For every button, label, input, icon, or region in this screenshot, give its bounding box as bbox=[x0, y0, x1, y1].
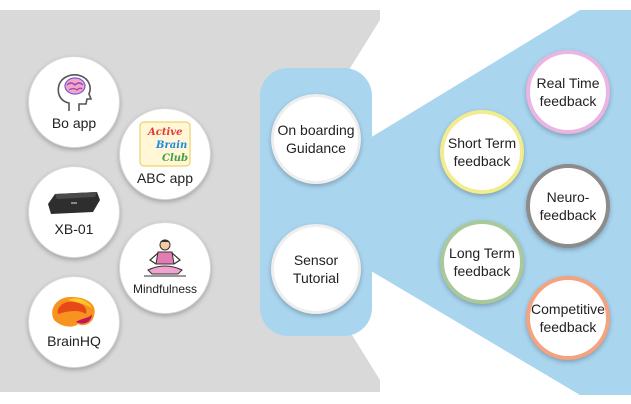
sensor-tutorial-text: Sensor Tutorial bbox=[293, 251, 339, 287]
neuro-feedback-node: Neuro- feedback bbox=[526, 164, 610, 248]
long-term-line1: Long Term bbox=[449, 245, 515, 261]
brainhq-label: BrainHQ bbox=[47, 333, 101, 349]
short-term-line1: Short Term bbox=[447, 135, 517, 151]
mindfulness-label: Mindfulness bbox=[132, 282, 198, 296]
brainhq-logo bbox=[52, 296, 95, 327]
onboarding-guidance-node: On boarding Guidance bbox=[271, 94, 361, 184]
real-time-feedback-node: Real Time feedback bbox=[526, 50, 610, 134]
real-time-line2: feedback bbox=[539, 93, 597, 109]
onboarding-line2: Guidance bbox=[286, 140, 346, 156]
logo-word-brain: Brain bbox=[155, 140, 187, 151]
head-brain-icon bbox=[57, 74, 93, 111]
brainhq-node: BrainHQ bbox=[28, 276, 120, 368]
neuro-line1: Neuro- bbox=[546, 189, 590, 205]
onboarding-guidance-text: On boarding Guidance bbox=[277, 121, 354, 157]
bo-app-label: Bo app bbox=[51, 115, 97, 131]
mindfulness-node: Mindfulness bbox=[119, 222, 211, 314]
long-term-line2: feedback bbox=[453, 263, 511, 279]
meditation-icon bbox=[144, 239, 186, 277]
abc-app-label: ABC app bbox=[136, 170, 194, 186]
long-term-feedback-node: Long Term feedback bbox=[440, 220, 524, 304]
competitive-feedback-text: Competitive feedback bbox=[531, 300, 605, 336]
sensor-line2: Tutorial bbox=[292, 270, 340, 286]
logo-word-active: Active bbox=[147, 127, 182, 138]
logo-word-club: Club bbox=[162, 153, 188, 164]
sensor-tutorial-node: Sensor Tutorial bbox=[271, 224, 361, 314]
neuro-feedback-text: Neuro- feedback bbox=[540, 188, 597, 224]
short-term-line2: feedback bbox=[453, 153, 511, 169]
active-brain-club-logo: Active Brain Club bbox=[139, 121, 191, 167]
short-term-feedback-text: Short Term feedback bbox=[448, 134, 516, 170]
long-term-feedback-text: Long Term feedback bbox=[449, 244, 515, 280]
xb01-node: XB-01 bbox=[28, 166, 120, 258]
xb01-label: XB-01 bbox=[54, 221, 94, 237]
sensor-line1: Sensor bbox=[293, 252, 339, 268]
competitive-feedback-node: Competitive feedback bbox=[526, 276, 610, 360]
abc-app-node: Active Brain Club ABC app bbox=[119, 108, 211, 200]
competitive-line1: Competitive bbox=[531, 301, 605, 317]
bo-app-node: Bo app bbox=[28, 56, 120, 148]
real-time-feedback-text: Real Time feedback bbox=[536, 74, 599, 110]
competitive-line2: feedback bbox=[539, 319, 597, 335]
onboarding-line1: On boarding bbox=[277, 122, 355, 138]
xb01-device-icon bbox=[48, 192, 100, 214]
neuro-line2: feedback bbox=[539, 207, 597, 223]
real-time-line1: Real Time bbox=[536, 75, 600, 91]
short-term-feedback-node: Short Term feedback bbox=[440, 110, 524, 194]
